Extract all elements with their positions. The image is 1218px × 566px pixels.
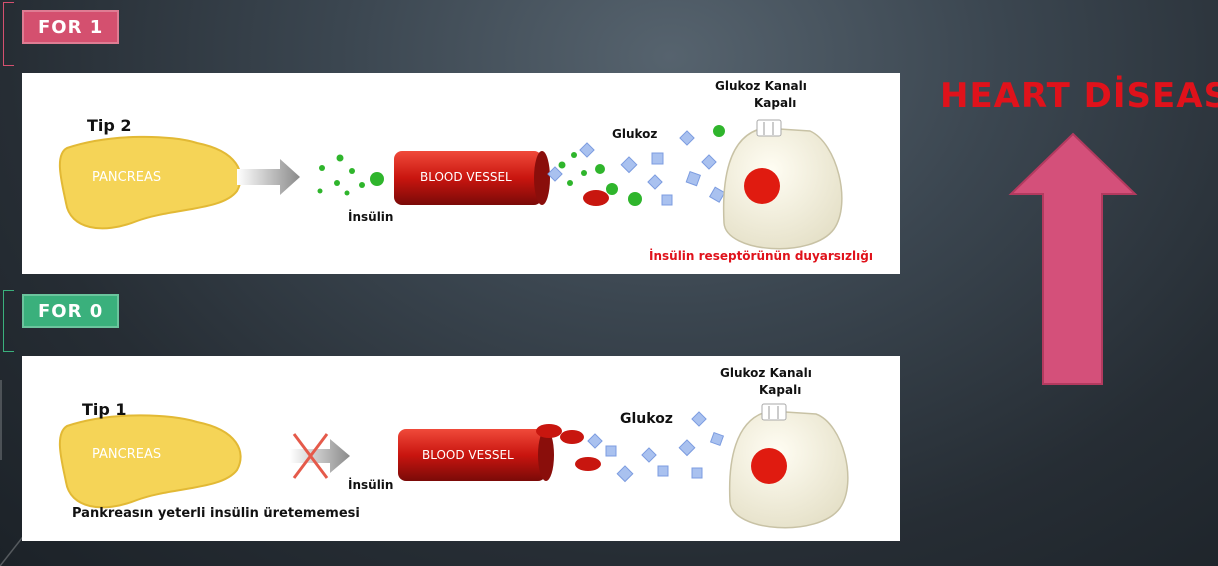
type1-note: Pankreasın yeterli insülin üretememesi xyxy=(72,506,360,521)
type1-title: Tip 1 xyxy=(82,400,127,419)
pancreas-shape xyxy=(58,135,242,230)
cell-nucleus xyxy=(744,168,780,204)
flow-arrow xyxy=(290,439,350,473)
channel-label-line2: Kapalı xyxy=(754,96,797,110)
vessel-label: BLOOD VESSEL xyxy=(422,448,514,462)
pancreas-shape xyxy=(58,414,242,509)
target-cell xyxy=(728,410,849,529)
glucose-channel xyxy=(756,119,782,137)
heart-disease-title: HEART DİSEASE xyxy=(940,76,1218,116)
blood-vessel xyxy=(398,429,546,481)
type2-title: Tip 2 xyxy=(87,116,132,135)
channel-label-line1: Glukoz Kanalı xyxy=(715,79,807,93)
type2-illustration xyxy=(58,119,843,250)
pancreas-label: PANCREAS xyxy=(92,170,162,185)
blood-vessel xyxy=(394,151,542,205)
diagram-panel-type1: Tip 1 PANCREAS İnsülin BLOOD VESSEL Gluk… xyxy=(22,356,900,541)
type2-note: İnsülin reseptörünün duyarsızlığı xyxy=(649,249,873,263)
up-arrow-icon xyxy=(1008,132,1138,385)
tag-bracket-top xyxy=(3,2,14,66)
glucose-channel xyxy=(761,403,787,421)
pancreas-label: PANCREAS xyxy=(92,447,162,462)
channel-label-line2: Kapalı xyxy=(759,383,802,397)
insulin-label: İnsülin xyxy=(348,210,394,224)
type1-illustration xyxy=(58,403,849,529)
flow-arrow xyxy=(237,159,300,195)
vessel-label: BLOOD VESSEL xyxy=(420,170,512,184)
insulin-dots xyxy=(317,154,384,196)
glucose-label: Glukoz xyxy=(612,127,658,141)
red-blood-cell xyxy=(536,424,562,438)
channel-label-line1: Glukoz Kanalı xyxy=(720,366,812,380)
insulin-label: İnsülin xyxy=(348,478,394,492)
tag-bracket-bottom xyxy=(3,290,14,352)
glucose-label: Glukoz xyxy=(620,411,673,427)
decorative-line xyxy=(0,380,2,460)
tag-for-1: FOR 1 xyxy=(22,10,120,44)
tag-for-0: FOR 0 xyxy=(22,294,120,328)
diagram-panel-type2: Tip 2 PANCREAS İnsülin BLOOD VESSEL Gluk… xyxy=(22,73,900,274)
cell-nucleus xyxy=(751,448,787,484)
target-cell xyxy=(722,127,843,250)
red-blood-cell xyxy=(583,190,609,206)
